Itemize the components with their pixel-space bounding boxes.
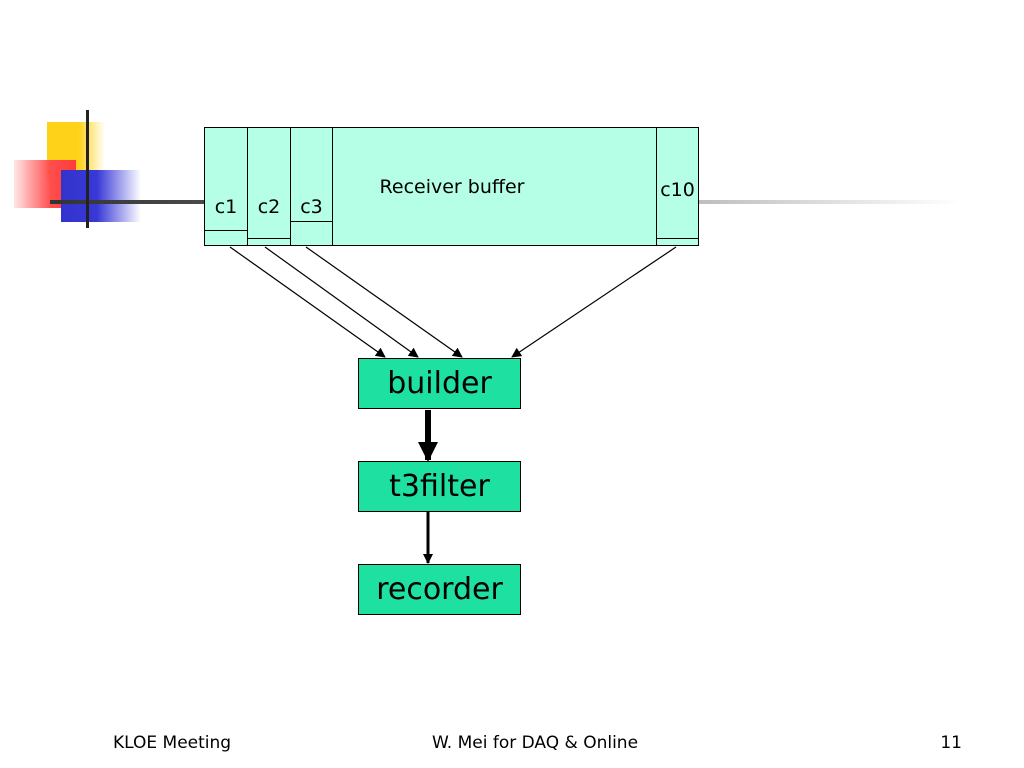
recorder-box: recorder [358,564,521,615]
channel-c3-label: c3 [300,196,323,218]
channel-c1-label: c1 [214,196,238,218]
page-number: 11 [940,733,962,753]
channel-c10-divider [657,238,698,239]
footer-author: W. Mei for DAQ & Online [431,733,639,753]
channel-c2: c2 [247,127,291,246]
channel-c1-divider [205,230,247,231]
channel-c1: c1 [204,127,248,246]
arrow-c1-to-builder [229,246,386,358]
footer-meeting-name: KLOE Meeting [113,733,232,753]
arrow-c2-to-builder [264,246,419,358]
receiver-buffer-label: Receiver buffer [379,176,525,198]
channel-c3: c3 [290,127,333,246]
decorative-blue-square [61,170,141,222]
channel-c2-divider [248,238,290,239]
channel-c10: c10 [656,127,699,246]
channel-c2-label: c2 [257,196,281,218]
channel-c3-divider [291,221,332,222]
arrow-c3-to-builder [305,246,463,358]
arrow-c10-to-builder [511,246,677,358]
builder-box: builder [358,358,521,409]
decorative-vertical-line [86,110,89,228]
t3filter-box: t3filter [358,461,521,512]
channel-c10-label: c10 [660,179,695,201]
